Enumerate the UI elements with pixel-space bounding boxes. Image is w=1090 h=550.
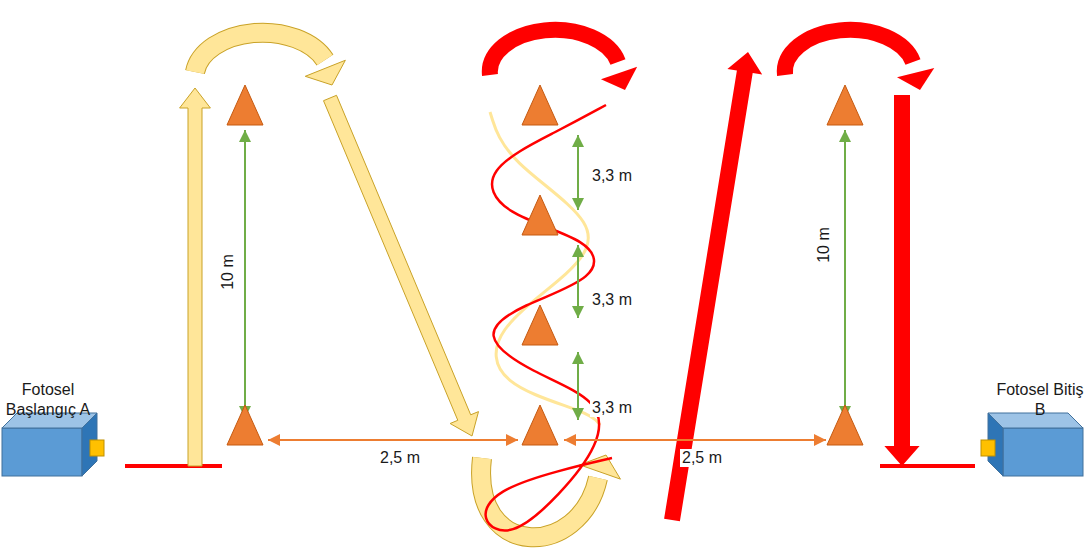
dimension-label: 2,5 m [378,449,422,467]
cone [227,405,263,445]
arrow-up [180,88,211,466]
dimension-label: 10 m [815,225,833,265]
arrow-turn-middle [490,30,637,90]
photocell-box: Fotosel Başlangıç A [0,380,96,420]
cone [522,305,558,345]
dimension-label: 3,3 m [590,167,634,185]
cone [522,195,558,235]
dimension-label: 3,3 m [590,399,634,417]
cone [522,85,558,125]
arrow-turn-top [195,33,345,85]
start-line [125,464,222,468]
dimension-arrow [239,130,251,418]
slalom-path-yellow [490,112,600,425]
photocell-start [2,413,104,476]
dimension-arrow [268,434,518,446]
cone [827,405,863,445]
finish-line [880,464,975,468]
dimension-arrow [839,130,851,418]
photocell-finish [981,413,1083,476]
arrow-turn-bottom [481,455,620,537]
photocell-label: Fotosel Bitiş B [992,380,1088,420]
dimension-arrow [564,434,826,446]
dimension-arrow [572,245,584,318]
dimension-arrow [572,135,584,210]
photocell-box: Fotosel Bitiş B [992,380,1088,420]
arrow-diagonal [324,95,479,436]
cone [227,85,263,125]
dimension-label: 2,5 m [680,449,724,467]
arrow-turn-right [785,30,934,90]
photocell-label: Fotosel Başlangıç A [0,380,96,420]
arrow-down [884,95,919,466]
cone [522,405,558,445]
arrow-diagonal-red [664,52,762,521]
dimension-arrow [572,352,584,420]
cone [827,85,863,125]
dimension-label: 3,3 m [590,291,634,309]
dimension-label: 10 m [219,252,237,292]
